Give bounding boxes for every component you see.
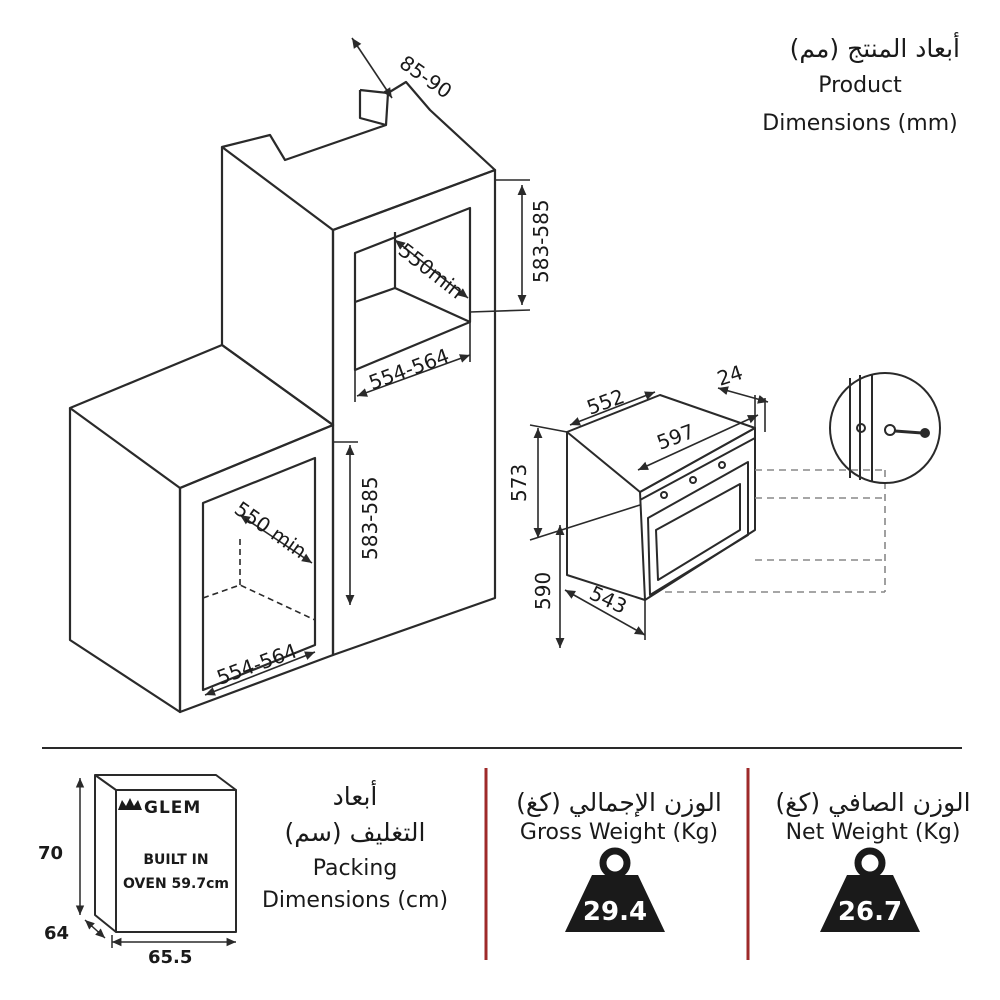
packing-title-arabic-1: أبعاد	[332, 782, 378, 811]
gross-weight-value: 29.4	[582, 897, 648, 927]
product-title-line2: Dimensions (mm)	[762, 111, 958, 136]
dim-oven-front-width: 597	[654, 419, 698, 455]
net-weight-english: Net Weight (Kg)	[785, 820, 961, 845]
dim-top-offset: 85-90	[395, 50, 456, 103]
net-weight-icon	[820, 847, 920, 932]
packing-box-line1: BUILT IN	[143, 852, 209, 868]
tall-cabinet	[220, 80, 497, 657]
packing-depth: 64	[44, 923, 70, 944]
dim-lower-niche-depth: 550 min	[230, 496, 311, 563]
packing-height: 70	[38, 843, 64, 864]
packing-title-arabic-2: التغليف (سم)	[284, 818, 426, 847]
gross-weight-english: Gross Weight (Kg)	[519, 820, 719, 845]
gross-weight-arabic: الوزن الإجمالي (كغ)	[516, 788, 722, 817]
dim-upper-niche-depth: 550min	[394, 238, 469, 304]
packing-box-line2: OVEN 59.7cm	[123, 876, 229, 892]
product-title-line1: Product	[818, 73, 902, 98]
dim-lower-niche-height: 583-585	[358, 476, 382, 560]
dim-oven-height: 573	[507, 464, 531, 502]
dim-oven-body-width: 543	[586, 581, 631, 619]
dim-oven-body-height: 590	[531, 572, 555, 610]
dim-oven-door-thickness: 24	[714, 360, 746, 391]
dim-lower-niche-width: 554-564	[214, 639, 301, 690]
packing-width: 65.5	[148, 947, 193, 968]
product-title-arabic: أبعاد المنتج (مم)	[789, 34, 960, 63]
dim-oven-depth: 552	[584, 384, 628, 420]
packing-brand: GLEM	[144, 798, 202, 818]
packing-title-line2: Dimensions (cm)	[261, 888, 449, 913]
packing-title-line1: Packing	[312, 856, 398, 881]
oven	[566, 394, 756, 601]
dim-upper-niche-height: 583-585	[529, 199, 553, 283]
screw-detail	[829, 372, 941, 484]
net-weight-value: 26.7	[837, 897, 903, 927]
dim-upper-niche-width: 554-564	[366, 344, 453, 395]
gross-weight-icon	[565, 847, 665, 932]
packing-box	[94, 774, 237, 933]
glem-crown-icon	[118, 798, 142, 810]
net-weight-arabic: الوزن الصافي (كغ)	[775, 788, 971, 817]
